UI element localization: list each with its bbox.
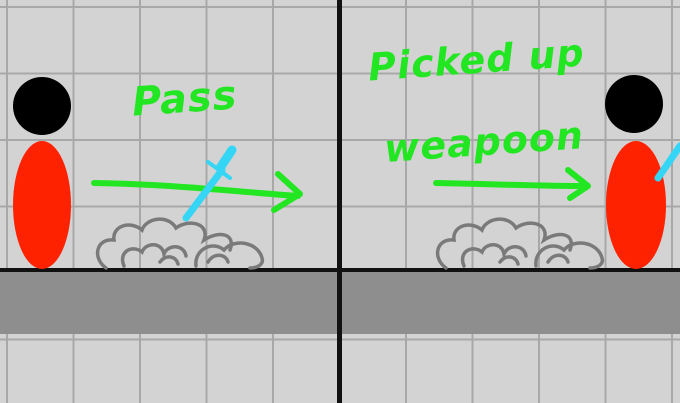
character-head <box>13 77 71 135</box>
weapon-sword-icon <box>182 145 237 222</box>
pass-arrow-icon <box>91 171 303 213</box>
character-left <box>13 77 71 269</box>
pickup-arrow-icon <box>433 167 591 201</box>
panel-divider <box>337 0 342 403</box>
character-right <box>605 75 666 269</box>
dust-cloud-icon <box>95 217 265 270</box>
character-body <box>13 141 71 269</box>
character-body <box>606 141 666 269</box>
panel-1-caption: Pass <box>130 72 239 126</box>
held-weapon-icon <box>654 142 680 182</box>
dust-cloud-icon <box>435 217 605 270</box>
character-head <box>605 75 663 133</box>
